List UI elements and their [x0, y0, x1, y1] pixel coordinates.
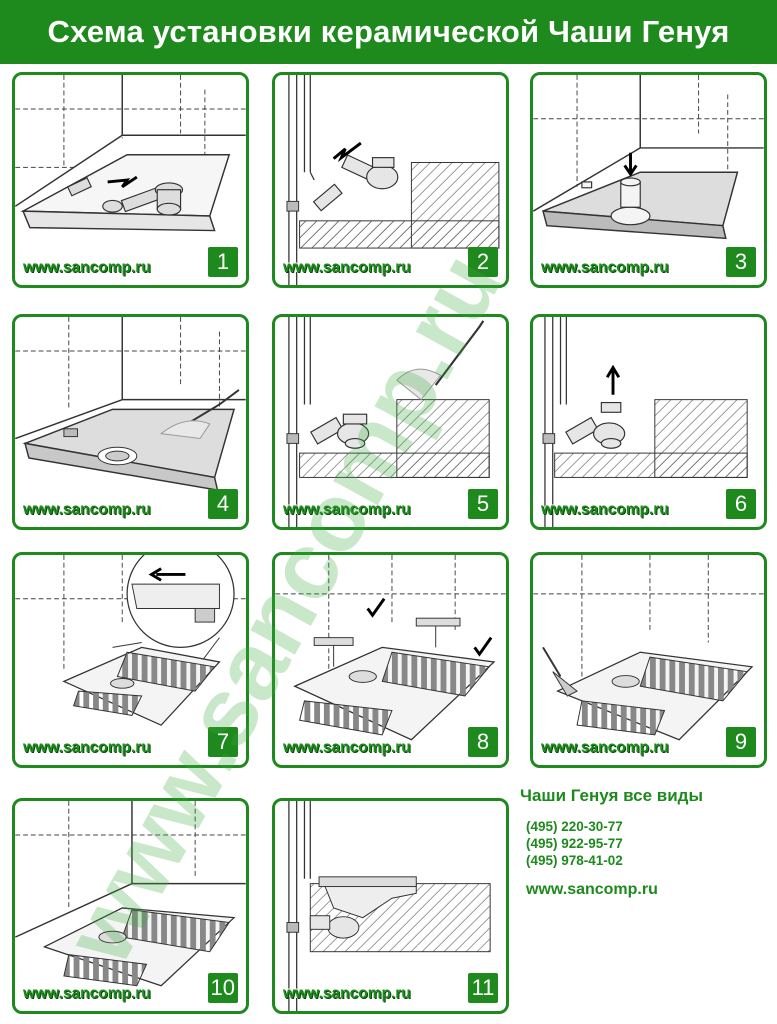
step-illustration	[286, 317, 490, 527]
step-panel-11: www.sancomp.ru 11	[272, 798, 509, 1014]
site-url[interactable]: www.sancomp.ru	[23, 739, 151, 756]
site-url[interactable]: www.sancomp.ru	[541, 501, 669, 518]
site-url[interactable]: www.sancomp.ru	[23, 985, 151, 1002]
site-url[interactable]: www.sancomp.ru	[23, 259, 151, 276]
step-illustration	[533, 555, 764, 741]
phone-list: (495) 220-30-77 (495) 922-95-77 (495) 97…	[526, 818, 770, 869]
step-illustration	[15, 801, 246, 987]
step-number: 9	[726, 727, 756, 757]
step-number: 6	[726, 489, 756, 519]
site-url[interactable]: www.sancomp.ru	[541, 259, 669, 276]
site-url[interactable]: www.sancomp.ru	[541, 739, 669, 756]
page-title: Схема установки керамической Чаши Генуя	[47, 14, 730, 49]
step-illustration	[286, 801, 491, 1011]
site-url[interactable]: www.sancomp.ru	[283, 259, 411, 276]
step-illustration	[15, 317, 246, 491]
step-panel-3: www.sancomp.ru 3	[530, 72, 767, 288]
phone-number[interactable]: (495) 978-41-02	[526, 853, 623, 868]
step-panel-4: www.sancomp.ru 4	[12, 314, 249, 530]
step-illustration	[286, 75, 500, 285]
contact-block: Чаши Генуя все виды (495) 220-30-77 (495…	[520, 786, 770, 899]
step-illustration	[533, 75, 764, 240]
step-panel-10: www.sancomp.ru 10	[12, 798, 249, 1014]
phone-number[interactable]: (495) 220-30-77	[526, 819, 623, 834]
site-url[interactable]: www.sancomp.ru	[283, 985, 411, 1002]
step-number: 1	[208, 247, 238, 277]
step-number: 10	[207, 973, 238, 1003]
step-panel-7: www.sancomp.ru 7	[12, 552, 249, 768]
step-illustration	[542, 317, 748, 527]
site-url[interactable]: www.sancomp.ru	[283, 501, 411, 518]
site-url[interactable]: www.sancomp.ru	[283, 739, 411, 756]
step-number: 11	[468, 973, 498, 1003]
contact-title: Чаши Генуя все виды	[520, 786, 703, 805]
step-panel-9: www.sancomp.ru 9	[530, 552, 767, 768]
contact-url[interactable]: www.sancomp.ru	[526, 881, 658, 898]
step-number: 3	[726, 247, 756, 277]
step-number: 7	[208, 727, 238, 757]
phone-number[interactable]: (495) 922-95-77	[526, 836, 623, 851]
step-illustration	[15, 555, 246, 726]
step-panel-2: www.sancomp.ru 2	[272, 72, 509, 288]
step-number: 5	[468, 489, 498, 519]
step-number: 4	[208, 489, 238, 519]
step-panel-6: www.sancomp.ru 6	[530, 314, 767, 530]
step-panel-1: www.sancomp.ru 1	[12, 72, 249, 288]
step-number: 2	[468, 247, 498, 277]
site-url[interactable]: www.sancomp.ru	[23, 501, 151, 518]
step-number: 8	[468, 727, 498, 757]
step-panel-5: www.sancomp.ru 5	[272, 314, 509, 530]
step-illustration	[275, 555, 506, 741]
page-header: Схема установки керамической Чаши Генуя	[0, 0, 777, 64]
step-illustration	[15, 75, 246, 232]
step-panel-8: www.sancomp.ru 8	[272, 552, 509, 768]
